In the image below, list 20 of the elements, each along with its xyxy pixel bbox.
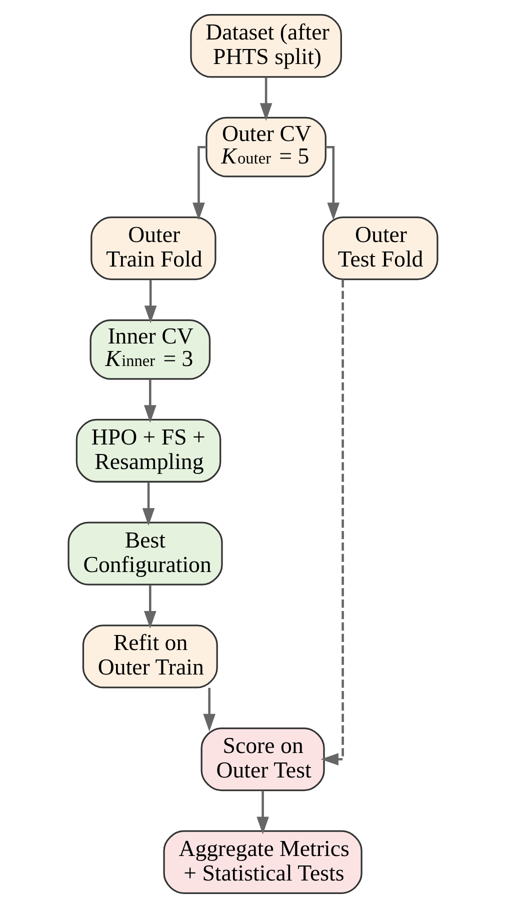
node-box: Outer CV Kouter = 5 (206, 116, 326, 178)
node-box: Refit on Outer Train (82, 624, 218, 688)
node-box: Inner CV Kinner = 3 (90, 319, 211, 380)
arrow (144, 585, 156, 629)
node-box: Score on Outer Test (200, 727, 325, 792)
node-box: Aggregate Metrics + Statistical Tests (163, 830, 362, 894)
arrow (192, 146, 206, 220)
arrow (144, 379, 156, 423)
node-box: HPO + FS + Resampling (76, 418, 222, 483)
arrow (260, 77, 272, 121)
arrow (320, 280, 344, 766)
node-box: Dataset (after PHTS split) (190, 14, 342, 78)
arrow (142, 482, 155, 526)
arrow (203, 688, 216, 732)
arrow (326, 146, 340, 220)
arrow (144, 280, 157, 324)
node-box: Outer Train Fold (90, 216, 216, 280)
node-box: Best Configuration (68, 522, 223, 586)
node-box: Outer Test Fold (322, 216, 438, 280)
arrow (256, 790, 269, 834)
